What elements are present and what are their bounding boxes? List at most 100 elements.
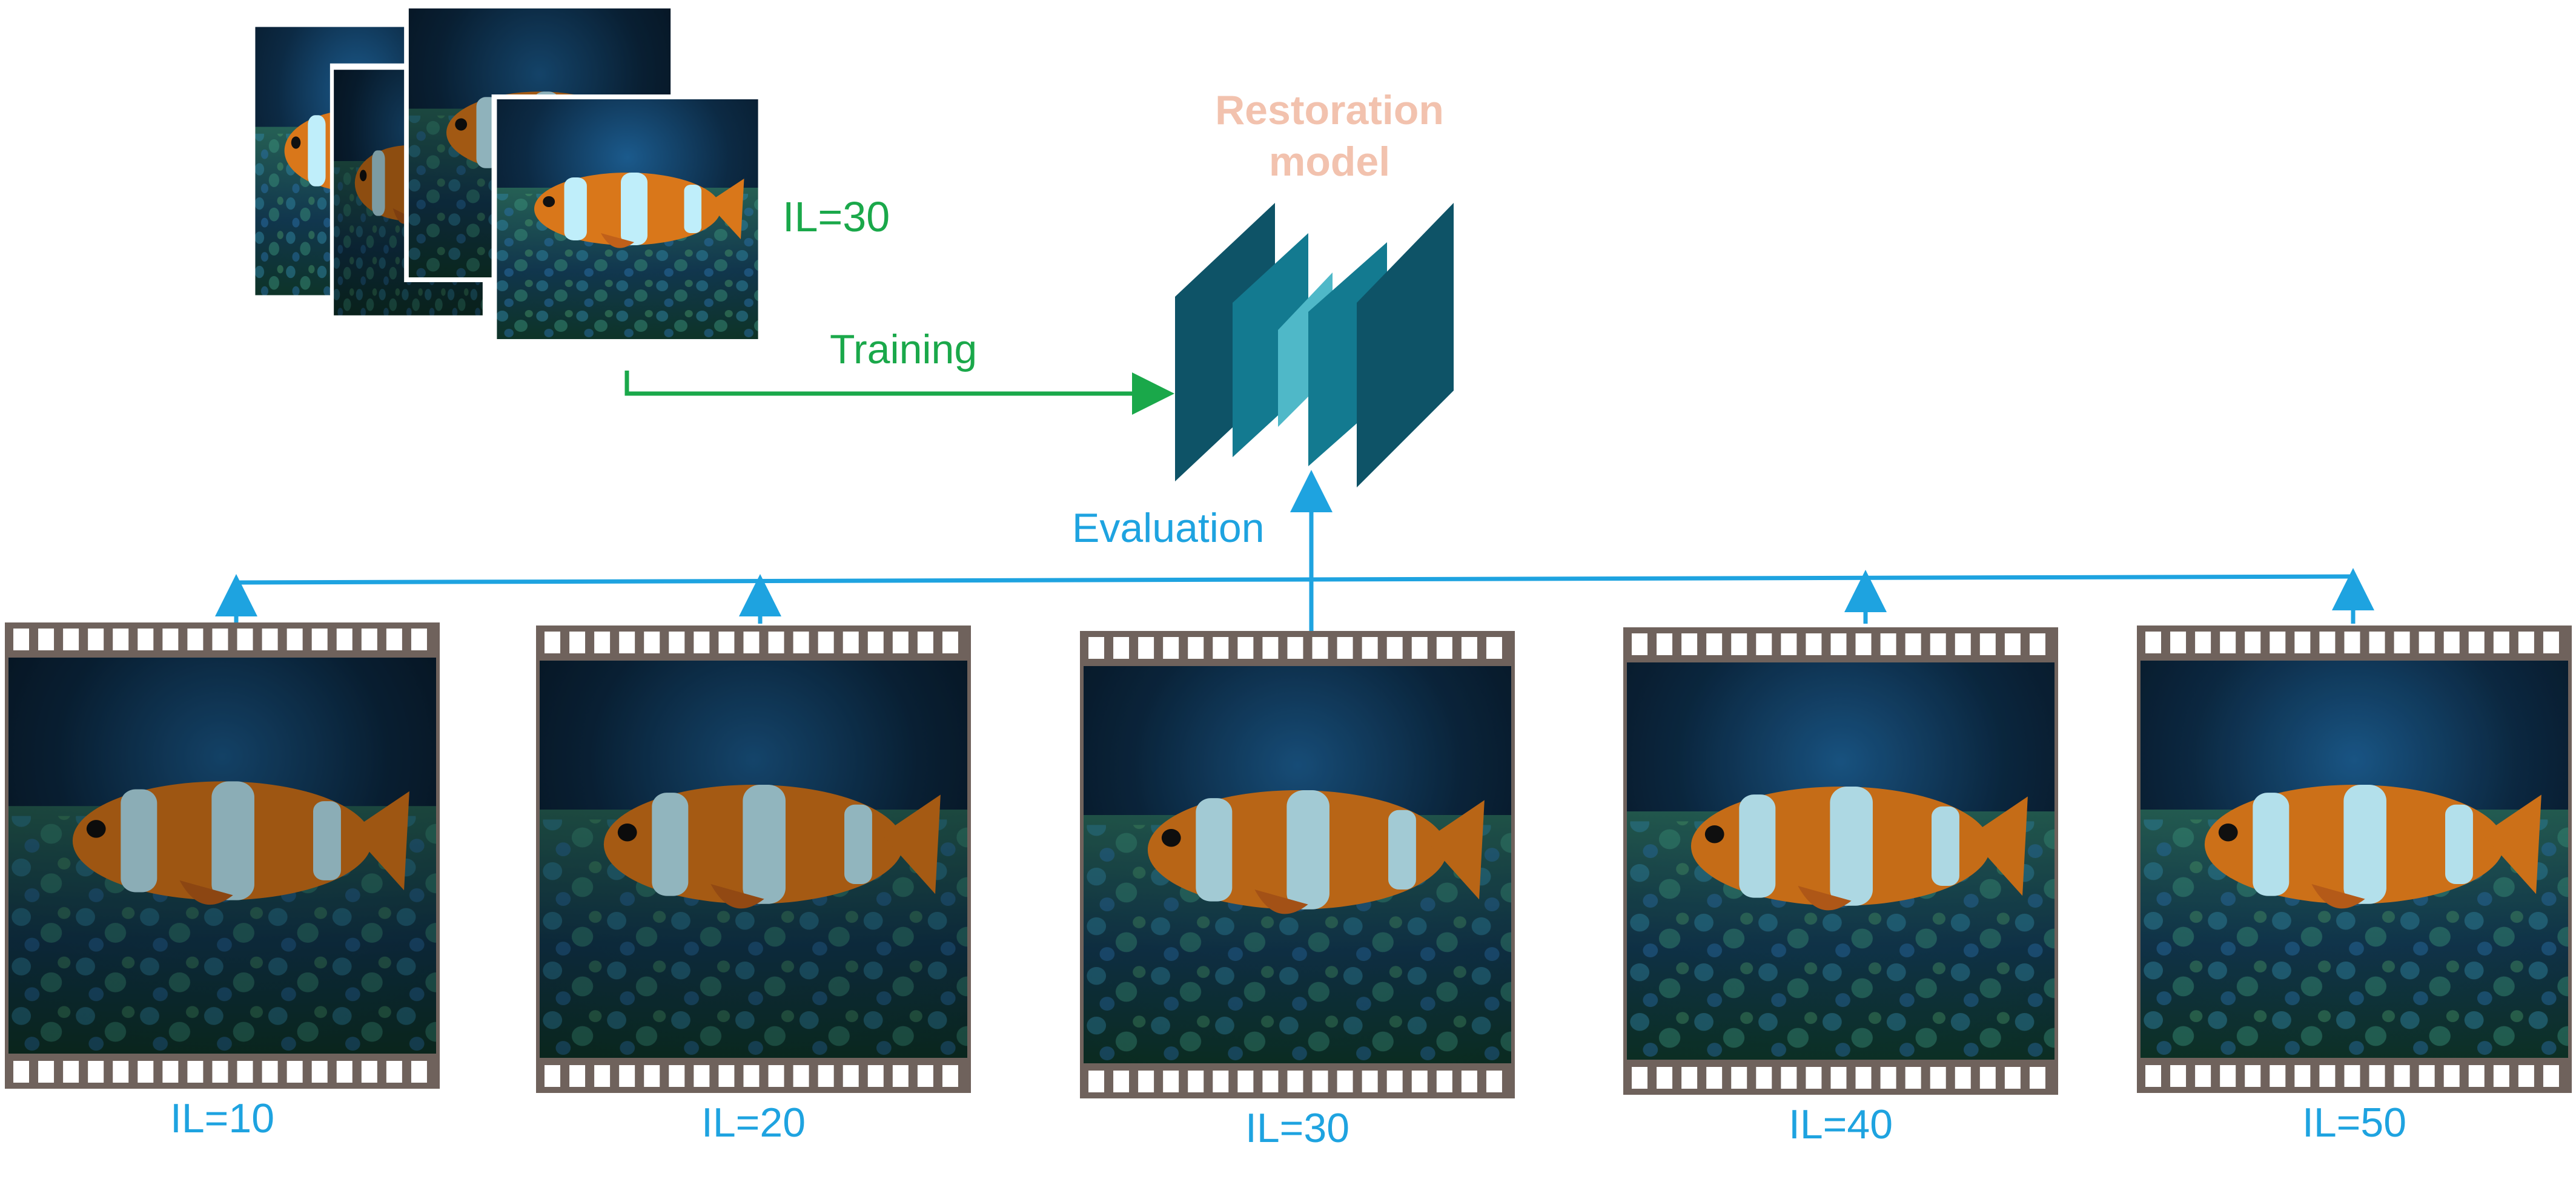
- film-sprocket-hole: [2518, 1065, 2534, 1087]
- film-sprocket-hole: [1979, 1067, 1996, 1089]
- film-sprocket-hole: [1681, 633, 1698, 655]
- training-arrow-label: Training: [830, 326, 977, 372]
- film-sprocket-hole: [1781, 633, 1797, 655]
- film-sprocket-hole: [2344, 1065, 2360, 1087]
- film-sprocket-hole: [38, 629, 55, 650]
- film-sprocket-hole: [1337, 637, 1353, 659]
- film-sprocket-hole: [2394, 632, 2410, 653]
- film-sprocket-hole: [1880, 633, 1896, 655]
- film-sprocket-hole: [2419, 632, 2435, 653]
- film-sprocket-hole: [1436, 1071, 1452, 1092]
- film-sprocket-hole: [2344, 632, 2360, 653]
- film-sprocket-hole: [1930, 1067, 1946, 1089]
- film-sprocket-hole: [1237, 1071, 1254, 1092]
- film-sprocket-hole: [1411, 1071, 1428, 1092]
- film-sprocket-hole: [2319, 632, 2336, 653]
- film-sprocket-hole: [1781, 1067, 1797, 1089]
- film-sprocket-hole: [1113, 637, 1130, 659]
- film-sprocket-hole: [2004, 633, 2021, 655]
- film-sprocket-hole: [212, 1061, 228, 1083]
- film-sprocket-hole: [1138, 1071, 1154, 1092]
- clownfish-photo-icon: [8, 658, 436, 1054]
- film-sprocket-hole: [1955, 1067, 1971, 1089]
- film-sprocket-hole: [13, 1061, 29, 1083]
- film-sprocket-hole: [1905, 633, 1921, 655]
- film-sprocket-hole: [1657, 1067, 1673, 1089]
- film-sprocket-hole: [2245, 632, 2261, 653]
- film-sprocket-hole: [162, 1061, 179, 1083]
- film-sprocket-hole: [1855, 633, 1872, 655]
- film-sprocket-hole: [237, 629, 253, 650]
- clownfish-photo-icon: [2141, 661, 2568, 1058]
- film-sprocket-hole: [2518, 632, 2534, 653]
- film-sprocket-hole: [1461, 637, 1477, 659]
- film-sprocket-hole: [644, 1065, 660, 1087]
- film-sprocket-hole: [619, 1065, 635, 1087]
- film-sprocket-hole: [1362, 1071, 1378, 1092]
- film-sprocket-hole: [88, 1061, 104, 1083]
- film-sprocket-hole: [1411, 637, 1428, 659]
- film-sprocket-hole: [743, 1065, 760, 1087]
- film-sprocket-hole: [1262, 637, 1279, 659]
- film-sprocket-hole: [1163, 637, 1179, 659]
- film-sprocket-hole: [1731, 1067, 1747, 1089]
- film-sprocket-hole: [1163, 1071, 1179, 1092]
- film-sprocket-hole: [1113, 1071, 1130, 1092]
- clownfish-photo-icon: [1627, 662, 2055, 1060]
- film-sprocket-hole: [818, 632, 834, 653]
- film-frame-3: IL=30: [1080, 631, 1515, 1151]
- clownfish-photo-icon: [540, 661, 967, 1058]
- film-sprocket-hole: [793, 1065, 809, 1087]
- film-sprocket-hole: [2468, 1065, 2485, 1087]
- training-arrow: [624, 371, 1174, 415]
- film-sprocket-hole: [1486, 637, 1502, 659]
- film-sprocket-hole: [1213, 1071, 1229, 1092]
- film-sprocket-hole: [694, 1065, 710, 1087]
- film-sprocket-hole: [1806, 633, 1822, 655]
- film-sprocket-hole: [262, 1061, 278, 1083]
- film-sprocket-hole: [1436, 637, 1452, 659]
- film-sprocket-hole: [2220, 632, 2236, 653]
- film-sprocket-hole: [1657, 633, 1673, 655]
- film-sprocket-hole: [2004, 1067, 2021, 1089]
- film-sprocket-hole: [2493, 632, 2509, 653]
- film-sprocket-hole: [768, 1065, 784, 1087]
- film-sprocket-hole: [669, 632, 685, 653]
- film-sprocket-hole: [311, 1061, 328, 1083]
- film-sprocket-hole: [2294, 1065, 2311, 1087]
- film-sprocket-hole: [386, 1061, 402, 1083]
- film-sprocket-hole: [1312, 1071, 1328, 1092]
- film-sprocket-hole: [13, 629, 29, 650]
- film-sprocket-hole: [1830, 633, 1847, 655]
- film-sprocket-hole: [1386, 1071, 1403, 1092]
- film-sprocket-hole: [361, 629, 377, 650]
- film-sprocket-hole: [1706, 1067, 1723, 1089]
- film-sprocket-hole: [1237, 637, 1254, 659]
- film-sprocket-hole: [843, 1065, 859, 1087]
- film-sprocket-hole: [2245, 1065, 2261, 1087]
- film-sprocket-hole: [1905, 1067, 1921, 1089]
- film-sprocket-hole: [361, 1061, 377, 1083]
- film-sprocket-hole: [63, 629, 79, 650]
- film-sprocket-hole: [917, 632, 933, 653]
- film-sprocket-hole: [1830, 1067, 1847, 1089]
- film-sprocket-hole: [569, 1065, 586, 1087]
- film-sprocket-hole: [88, 629, 104, 650]
- film-sprocket-hole: [942, 1065, 958, 1087]
- evaluation-arrows: [215, 470, 2374, 631]
- film-sprocket-hole: [619, 632, 635, 653]
- film-sprocket-hole: [2394, 1065, 2410, 1087]
- film-sprocket-hole: [1287, 1071, 1303, 1092]
- film-sprocket-hole: [2443, 632, 2460, 653]
- film-sprocket-hole: [63, 1061, 79, 1083]
- film-sprocket-hole: [1806, 1067, 1822, 1089]
- film-sprocket-hole: [2170, 632, 2187, 653]
- film-sprocket-hole: [545, 632, 560, 653]
- film-sprocket-hole: [2195, 632, 2211, 653]
- film-sprocket-hole: [1287, 637, 1303, 659]
- film-sprocket-hole: [2145, 1065, 2161, 1087]
- training-image-stack: [251, 4, 764, 364]
- film-sprocket-hole: [2543, 632, 2559, 653]
